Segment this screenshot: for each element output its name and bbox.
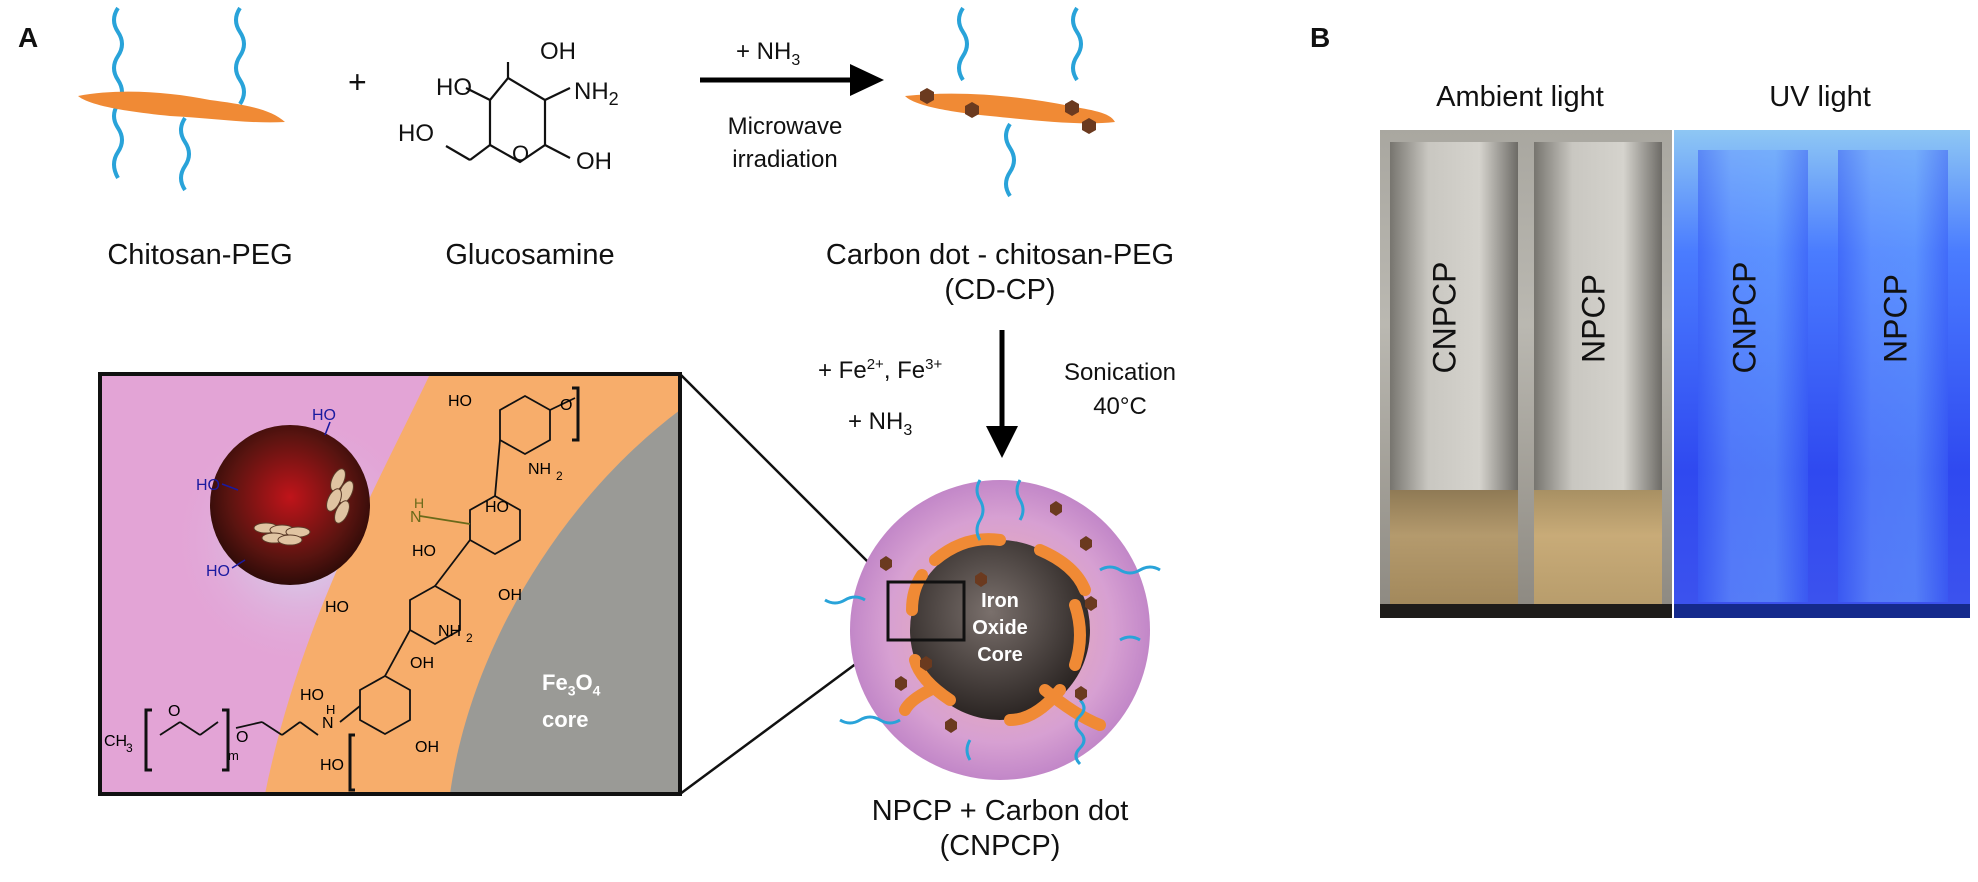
panel-a-letter: A — [18, 22, 39, 53]
svg-text:m: m — [228, 748, 239, 763]
reaction1-reagent: + NH3 — [736, 38, 801, 69]
svg-text:OH: OH — [415, 739, 439, 756]
svg-text:H: H — [326, 702, 335, 717]
cd-cp-label: Carbon dot - chitosan-PEG (CD-CP) — [825, 239, 1175, 306]
reaction1-condition: Microwave irradiation — [727, 113, 843, 173]
glucosamine-label: Glucosamine — [445, 239, 615, 271]
glucosamine-ring-o: O — [512, 141, 530, 166]
glucosamine-oh-top: OH — [540, 38, 576, 65]
glucosamine-nh2: NH2 — [574, 78, 619, 109]
chitosan-peg-drawing — [78, 6, 285, 192]
reaction2-reagent1: + Fe2+, Fe3+ — [818, 356, 943, 384]
svg-text:HO: HO — [206, 563, 230, 580]
svg-text:HO: HO — [412, 543, 436, 560]
svg-text:HO: HO — [300, 687, 324, 704]
svg-text:HO: HO — [196, 477, 220, 494]
cuvette-label-cnpcp-uv: CNPCP — [1726, 261, 1763, 374]
svg-text:O: O — [560, 397, 572, 414]
chitosan-peg-label: Chitosan-PEG — [107, 239, 293, 271]
cnpcp-label: NPCP + Carbon dot (CNPCP) — [871, 795, 1129, 862]
zoom-inset: HO HO HO N H HO O NH 2 HO HO OH HO NH 2 … — [100, 374, 680, 794]
cuvette-label-npcp-uv: NPCP — [1877, 274, 1914, 363]
fe3o4-core-label: Fe3O4 core — [542, 670, 601, 733]
uv-light-photo — [1674, 130, 1970, 618]
svg-text:3: 3 — [126, 741, 133, 755]
ambient-light-photo — [1380, 130, 1672, 618]
scheme-graphics: HO HO HO N H HO O NH 2 HO HO OH HO NH 2 … — [78, 6, 1161, 796]
uv-light-label: UV light — [1769, 81, 1871, 113]
svg-text:HO: HO — [448, 393, 472, 410]
svg-text:NH: NH — [438, 623, 461, 640]
panel-b-letter: B — [1310, 22, 1331, 53]
svg-text:HO: HO — [312, 407, 336, 424]
glucosamine-ho-bottom: HO — [398, 120, 434, 147]
svg-text:O: O — [168, 703, 180, 720]
reaction2-reagent2: + NH3 — [848, 408, 913, 439]
svg-text:HO: HO — [325, 599, 349, 616]
glucosamine-structure — [445, 62, 571, 164]
cd-cp-drawing — [905, 6, 1115, 198]
glucosamine-oh-right: OH — [576, 148, 612, 175]
svg-text:2: 2 — [466, 631, 473, 645]
svg-text:HO: HO — [485, 499, 509, 516]
svg-text:HO: HO — [320, 757, 344, 774]
svg-text:CH: CH — [104, 733, 127, 750]
cuvette-label-npcp-ambient: NPCP — [1575, 274, 1612, 363]
ambient-light-label: Ambient light — [1436, 81, 1604, 113]
reaction2-condition: Sonication 40°C — [1063, 359, 1177, 420]
svg-text:O: O — [236, 729, 248, 746]
cuvette-label-cnpcp-ambient: CNPCP — [1426, 261, 1463, 374]
svg-text:N: N — [322, 715, 334, 732]
glucosamine-ho-left: HO — [436, 74, 472, 101]
svg-text:N: N — [410, 509, 422, 526]
svg-text:NH: NH — [528, 461, 551, 478]
svg-text:H: H — [414, 495, 424, 511]
svg-text:OH: OH — [410, 655, 434, 672]
iron-oxide-core-label: Iron Oxide Core — [972, 590, 1028, 666]
cnpcp-nanoparticle — [824, 479, 1161, 780]
svg-text:OH: OH — [498, 587, 522, 604]
plus-sign: + — [348, 64, 367, 100]
svg-text:2: 2 — [556, 469, 563, 483]
